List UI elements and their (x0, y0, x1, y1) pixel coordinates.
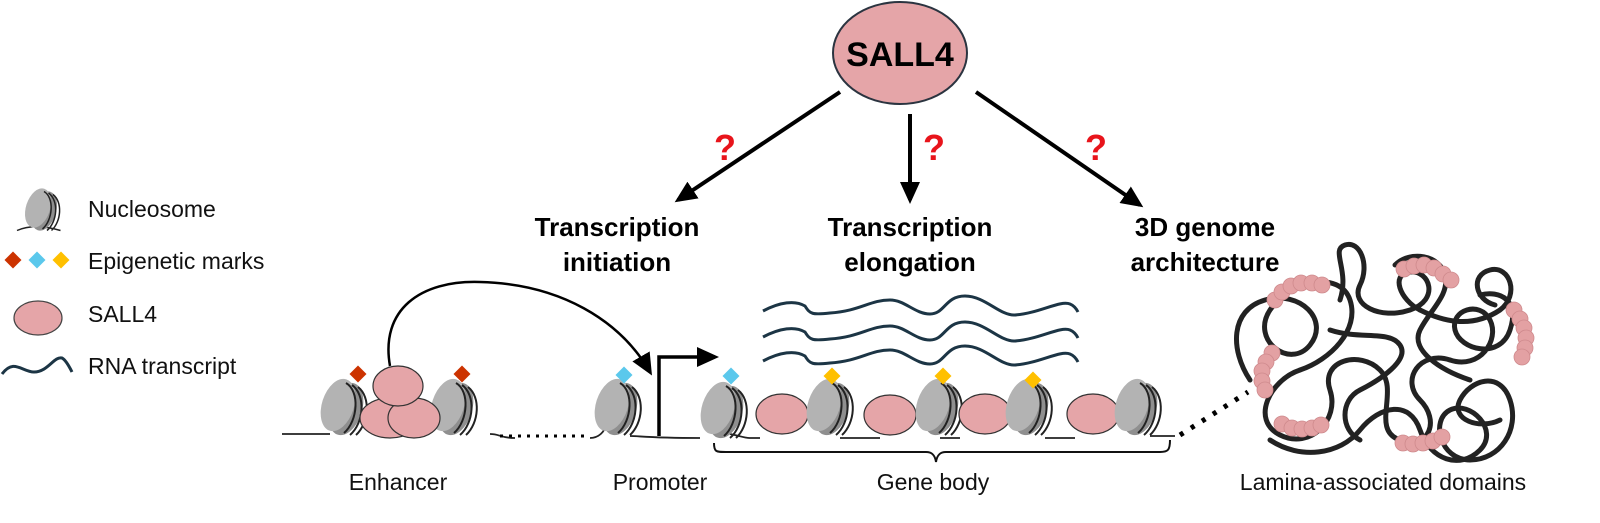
gene-body-region (693, 367, 1165, 444)
epigenetic-marks-icon (4, 251, 70, 269)
question-mark-elongation: ? (923, 127, 945, 168)
lad-cluster (1273, 415, 1330, 438)
rna-transcript (762, 294, 1080, 317)
legend-item-rna-transcript: RNA transcript (0, 353, 237, 379)
legend-item-epigenetic-marks: Epigenetic marks (4, 248, 264, 274)
sall4-protein (755, 393, 809, 435)
legend-label: RNA transcript (88, 353, 237, 379)
nucleosome-icon (313, 373, 371, 441)
sall4-protein (372, 365, 424, 407)
branch-title-initiation: Transcription initiation (535, 212, 700, 277)
svg-text:Transcription: Transcription (828, 212, 993, 242)
enhancer-loop-arrow (387, 280, 653, 376)
nucleosome-icon (1107, 373, 1165, 441)
nucleosome-icon (16, 184, 63, 235)
branch-title-3d-genome: 3D genome architecture (1131, 212, 1280, 277)
lads-label: Lamina-associated domains (1240, 469, 1526, 495)
epigenetic-mark-red (453, 365, 471, 383)
rna-transcripts (762, 294, 1080, 367)
sall4-protein (958, 393, 1012, 435)
arrow-to-initiation (674, 90, 842, 203)
legend-label: Nucleosome (88, 196, 216, 222)
lad-cluster (1395, 256, 1460, 289)
nucleosome-icon (998, 373, 1056, 441)
epigenetic-mark-yellow (823, 367, 841, 385)
lad-cluster (1253, 344, 1281, 399)
arrow-to-3d-genome (974, 90, 1144, 208)
svg-text:elongation: elongation (844, 247, 975, 277)
legend-item-nucleosome: Nucleosome (16, 184, 216, 235)
epigenetic-mark-yellow (934, 367, 952, 385)
question-mark-initiation: ? (714, 127, 736, 168)
rna-transcript-icon (0, 356, 74, 375)
legend: Nucleosome Epigenetic marks SALL4 RNA tr… (0, 184, 264, 379)
sall4-icon (13, 300, 63, 336)
nucleosome-icon (799, 373, 857, 441)
gene-body-label: Gene body (877, 469, 990, 495)
promoter-label: Promoter (613, 469, 708, 495)
lad-cluster (1505, 301, 1535, 366)
tss-arrow (657, 347, 719, 436)
nucleosome-icon (587, 373, 645, 441)
rna-transcript (762, 344, 1080, 367)
legend-label: SALL4 (88, 301, 157, 327)
svg-text:architecture: architecture (1131, 247, 1280, 277)
nucleosome-icon (908, 373, 966, 441)
lamina-associated-domains (1253, 256, 1535, 453)
legend-label: Epigenetic marks (88, 248, 264, 274)
lad-cluster (1266, 274, 1331, 309)
epigenetic-mark-blue (722, 367, 740, 385)
lad-cluster (1394, 428, 1451, 453)
svg-text:Transcription: Transcription (535, 212, 700, 242)
svg-text:initiation: initiation (563, 247, 671, 277)
sall4-node: SALL4 (832, 1, 968, 105)
dotted-connector (1178, 389, 1250, 438)
enhancer-region (313, 365, 481, 441)
legend-item-sall4: SALL4 (13, 300, 157, 336)
epigenetic-mark-red (349, 365, 367, 383)
rna-transcript (762, 320, 1080, 343)
branch-title-elongation: Transcription elongation (828, 212, 993, 277)
gene-body-brace (713, 439, 1171, 463)
epigenetic-mark-blue (615, 366, 633, 384)
sall4-protein (1066, 393, 1120, 435)
question-mark-3d-genome: ? (1085, 127, 1107, 168)
enhancer-label: Enhancer (349, 469, 448, 495)
sall4-protein (863, 394, 917, 436)
svg-text:3D genome: 3D genome (1135, 212, 1275, 242)
promoter-region (587, 347, 719, 441)
sall4-node-label: SALL4 (846, 36, 954, 74)
nucleosome-icon (693, 376, 751, 444)
